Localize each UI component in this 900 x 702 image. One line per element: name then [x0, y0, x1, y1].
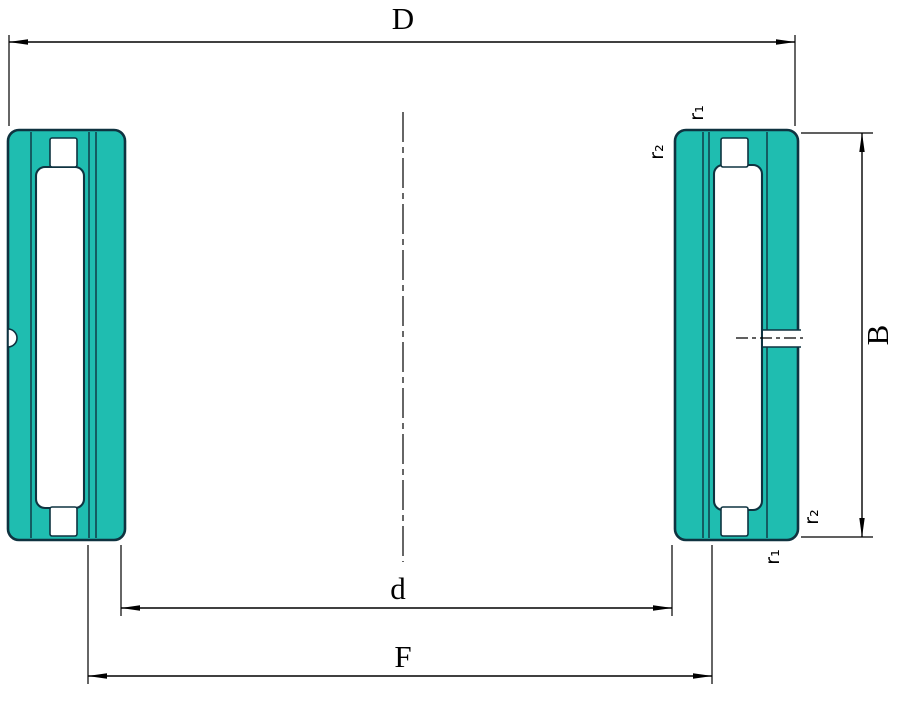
right-oil-hole	[761, 329, 804, 348]
dimension-D: D	[8, 1, 796, 126]
radius-r1-bottom-label: r₁	[762, 549, 784, 564]
right-bottom-roller-pocket	[720, 506, 749, 537]
left-bottom-roller-pocket	[49, 506, 78, 537]
radius-r1-top-label: r₁	[686, 105, 708, 120]
dimension-B: B	[801, 132, 895, 538]
left-bearing-section	[6, 128, 127, 542]
dimension-D-label: D	[392, 1, 414, 36]
left-oil-groove-notch	[7, 328, 18, 348]
right-top-roller-pocket	[720, 137, 749, 168]
right-bearing-section	[673, 128, 804, 542]
radius-callouts: r₁ r₂ r₂ r₁	[646, 105, 823, 564]
dimension-d-label: d	[390, 571, 406, 606]
oil-hole-gap	[763, 330, 804, 347]
dimension-F: F	[87, 545, 713, 684]
dimension-F-label: F	[394, 639, 411, 674]
dimension-B-label: B	[860, 325, 895, 346]
left-needle-roller	[34, 165, 86, 510]
bearing-sections	[6, 128, 804, 542]
radius-r2-top-label: r₂	[646, 144, 668, 159]
dimensions: D B d F	[8, 1, 895, 684]
dimension-d: d	[120, 545, 673, 616]
radius-r2-bottom-label: r₂	[801, 509, 823, 524]
left-top-roller-pocket	[49, 137, 78, 168]
